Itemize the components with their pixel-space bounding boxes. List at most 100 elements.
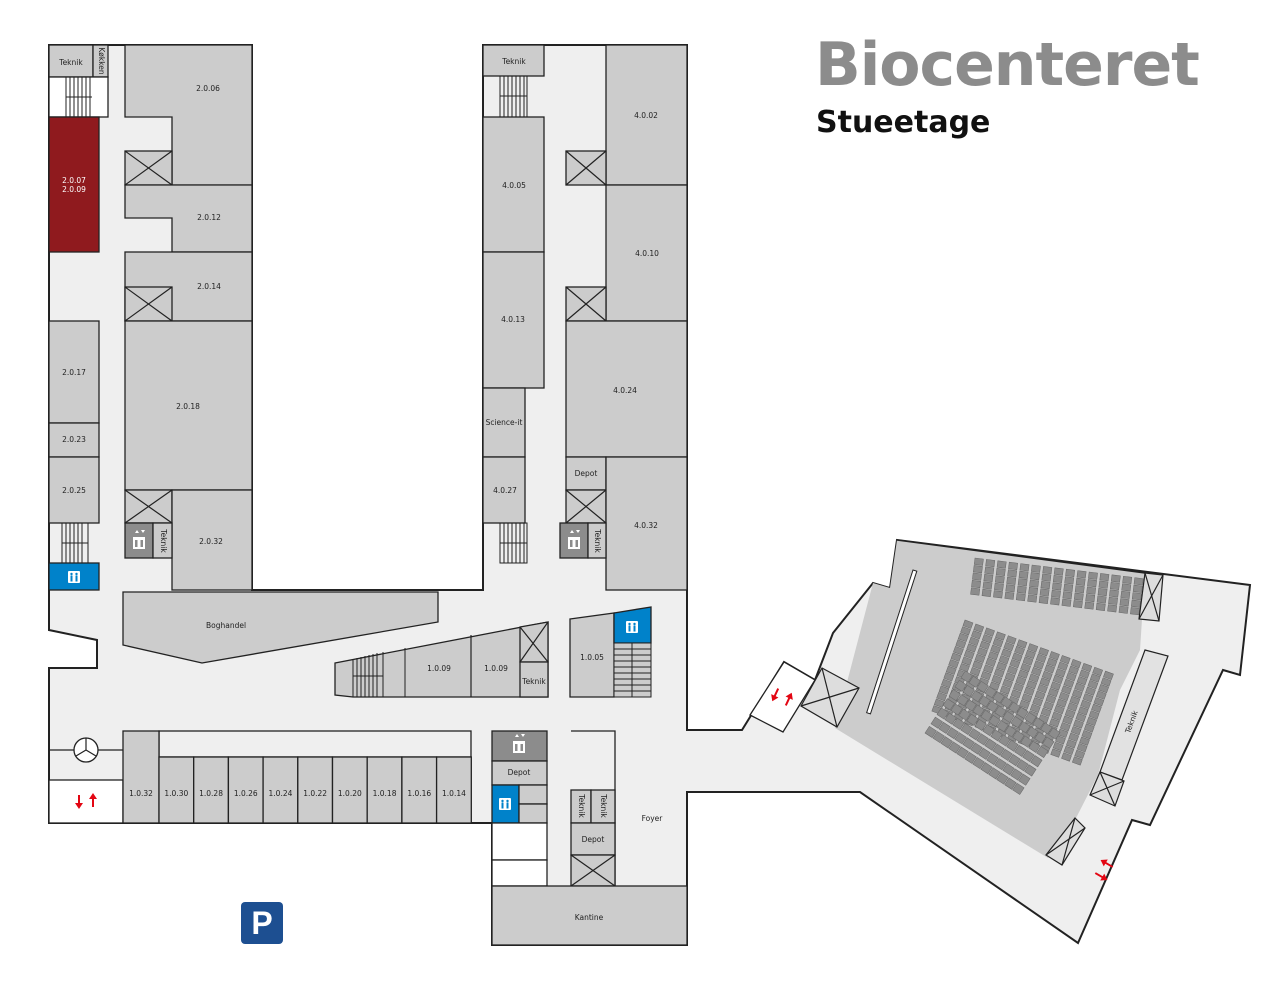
auditorium: Teknik (749, 539, 1169, 884)
seat (1075, 577, 1086, 586)
seat (970, 690, 983, 703)
room-label: 4.0.24 (613, 386, 637, 395)
room-2-0-25[interactable] (48, 456, 100, 524)
seat (1017, 578, 1028, 587)
small-room[interactable] (518, 803, 548, 824)
seat (1008, 561, 1018, 570)
room-1-0-16[interactable] (401, 756, 438, 824)
seat (1095, 690, 1107, 700)
room-label: Depot (508, 768, 531, 777)
seat (1039, 677, 1051, 687)
seat (1014, 744, 1027, 757)
seat (990, 644, 1001, 654)
seat (1045, 694, 1057, 704)
room-label: Teknik (577, 793, 586, 818)
room-depot[interactable] (570, 822, 616, 856)
seat (1029, 579, 1039, 588)
seat (1080, 699, 1092, 709)
room-teknik[interactable] (48, 44, 94, 78)
seat (1008, 754, 1021, 767)
room-teknik[interactable] (152, 522, 173, 559)
room-teknik[interactable] (482, 44, 545, 77)
seat (1002, 763, 1015, 776)
room-4-0-10[interactable] (605, 184, 688, 322)
room-label: 4.0.05 (502, 181, 526, 190)
seat (1051, 711, 1063, 721)
room-teknik[interactable] (519, 661, 549, 698)
exit[interactable] (749, 661, 816, 733)
seat (985, 559, 996, 568)
elevator-shaft-icon (1045, 817, 1086, 866)
room-1-0-14[interactable] (435, 756, 472, 824)
small-room[interactable] (518, 784, 548, 805)
room-label: Teknik (58, 58, 83, 67)
room-label: 4.0.02 (634, 111, 658, 120)
room-4-0-05[interactable] (482, 116, 545, 253)
seat (936, 692, 947, 702)
room-depot[interactable] (565, 456, 607, 491)
room-1-0-28[interactable] (193, 756, 230, 824)
seat (936, 707, 949, 720)
room-1-0-18[interactable] (366, 756, 403, 824)
room-label: 2.0.17 (62, 368, 86, 377)
room-4-0-13[interactable] (482, 251, 545, 389)
seat (1004, 777, 1017, 790)
room-2-0-18[interactable] (124, 320, 253, 491)
room-teknik[interactable] (587, 522, 607, 559)
seat (957, 632, 969, 643)
seat (1053, 567, 1064, 576)
small-room[interactable] (491, 859, 548, 887)
room-label: 1.0.05 (580, 653, 604, 662)
seat (1031, 666, 1042, 677)
room-1-0-32[interactable] (122, 730, 160, 824)
small-room[interactable] (491, 822, 548, 861)
seat (1052, 674, 1064, 684)
seat (996, 661, 1007, 671)
seat (1048, 727, 1061, 740)
room-label: 2.0.12 (197, 213, 221, 222)
seat (976, 733, 989, 746)
seat (1110, 574, 1121, 583)
room-label: 1.0.30 (164, 789, 188, 798)
elevator[interactable] (559, 522, 589, 559)
seat (1109, 589, 1119, 598)
seat (1132, 584, 1143, 593)
seat (1007, 569, 1018, 578)
seat (1107, 604, 1118, 613)
room-2-0-23[interactable] (48, 422, 100, 458)
seat (932, 731, 945, 744)
seat (1063, 745, 1075, 755)
room-depot[interactable] (491, 760, 548, 786)
seat (1004, 591, 1015, 600)
room-label: 2.0.09 (62, 185, 86, 194)
room-kantine[interactable] (491, 885, 688, 946)
room-block-1-0-09 (334, 621, 549, 698)
room-boghandel[interactable] (122, 591, 439, 664)
seat (1012, 782, 1025, 795)
exit[interactable] (48, 779, 124, 824)
room-label: 1.0.09 (427, 664, 451, 673)
room-1-0-20[interactable] (331, 756, 368, 824)
seat (1032, 717, 1045, 730)
seat (954, 732, 967, 745)
seat (1096, 595, 1107, 604)
room-1-0-22[interactable] (297, 756, 334, 824)
seat (959, 663, 970, 673)
room-1-0-26[interactable] (227, 756, 264, 824)
seat (1034, 731, 1047, 744)
room-4-0-24[interactable] (565, 320, 688, 458)
seat (1097, 588, 1108, 597)
room-4-0-27[interactable] (482, 456, 526, 524)
room-2-0-32[interactable] (171, 489, 253, 591)
stairs-icon (499, 75, 528, 118)
room-1-0-09[interactable] (405, 650, 471, 697)
seat (1073, 719, 1084, 729)
seat (1050, 681, 1061, 691)
elevator-shaft-icon (1089, 771, 1125, 807)
seat (982, 724, 995, 737)
seat (995, 567, 1006, 577)
seat (1074, 749, 1086, 759)
seat (1075, 712, 1087, 723)
room-highlighted-2-0-07[interactable] (48, 116, 100, 253)
